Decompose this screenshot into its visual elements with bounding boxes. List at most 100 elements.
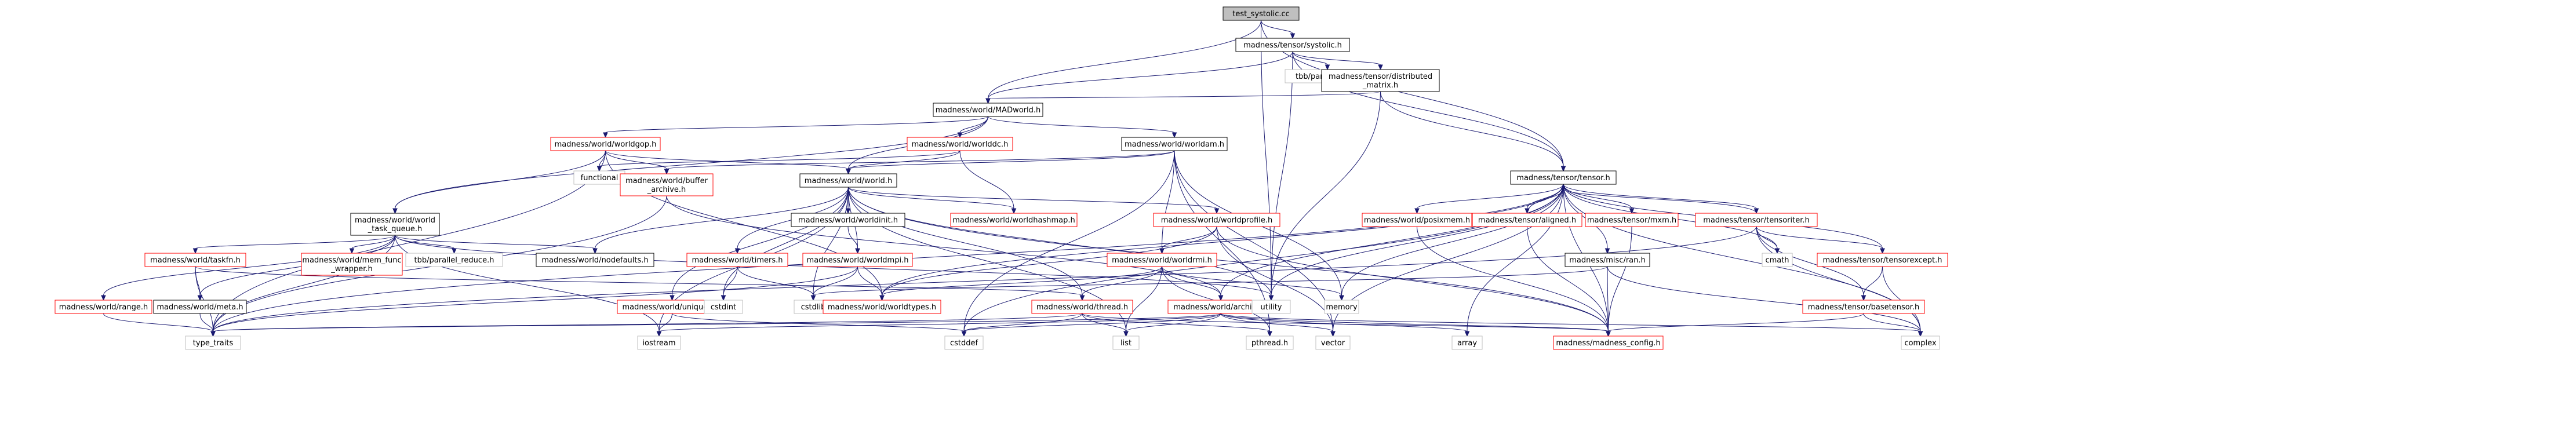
edge-timers-to-cstdlib bbox=[737, 266, 816, 301]
node-label: madness/world/worldprofile.h bbox=[1161, 216, 1272, 225]
node-madness-world-world-task-queue-h[interactable]: madness/world/world_task_queue.h bbox=[350, 213, 440, 236]
edge-worldprofile-to-worldrmi bbox=[1159, 226, 1217, 254]
node-madness-world-worlddc-h[interactable]: madness/world/worlddc.h bbox=[907, 137, 1013, 151]
edge-ran-to-cstdlib bbox=[810, 266, 1608, 301]
edge-systolic-to-madworld bbox=[985, 51, 1293, 104]
edge-distmat-to-madworld bbox=[985, 91, 1381, 104]
node-box bbox=[1324, 300, 1359, 314]
node-madness-world-mem-func-wrapper-h[interactable]: madness/world/mem_func_wrapper.h bbox=[301, 253, 403, 276]
node-madness-tensor-tensorexcept-h[interactable]: madness/tensor/tensorexcept.h bbox=[1817, 253, 1948, 267]
node-label: complex bbox=[1904, 339, 1936, 348]
node-madness-world-nodefaults-h[interactable]: madness/world/nodefaults.h bbox=[536, 253, 654, 267]
node-madness-tensor-tensoriter-h[interactable]: madness/tensor/tensoriter.h bbox=[1695, 213, 1818, 227]
node-madness-world-worldrmi-h[interactable]: madness/world/worldrmi.h bbox=[1107, 253, 1217, 267]
edge-systolic-to-tbbfor bbox=[1292, 51, 1330, 71]
node-madness-world-meta-h[interactable]: madness/world/meta.h bbox=[153, 300, 247, 314]
node-madness-tensor-systolic-h[interactable]: madness/tensor/systolic.h bbox=[1235, 38, 1350, 52]
node-madness-tensor-distributed-matrix-h[interactable]: madness/tensor/distributed_matrix.h bbox=[1321, 69, 1440, 92]
node-box bbox=[1246, 335, 1294, 350]
node-box bbox=[1451, 335, 1483, 350]
node-madness-world-worldmpi-h[interactable]: madness/world/worldmpi.h bbox=[802, 253, 913, 267]
node-label: functional bbox=[581, 174, 618, 183]
node-madness-madness-config-h[interactable]: madness/madness_config.h bbox=[1553, 335, 1664, 350]
node-label: madness/tensor/tensor.h bbox=[1516, 174, 1610, 183]
node-label: cstddef bbox=[950, 339, 978, 348]
edge-basetensor-to-config bbox=[1606, 313, 1864, 337]
node-box bbox=[823, 300, 941, 314]
node-madness-world-archive-h[interactable]: madness/world/archive.h bbox=[1167, 300, 1274, 314]
edge-archive-to-complex bbox=[1220, 313, 1923, 337]
node-box bbox=[1585, 213, 1679, 227]
node-label: madness/world/worldam.h bbox=[1125, 140, 1224, 149]
edge-worldam-to-buffer bbox=[664, 150, 1175, 175]
node-label: madness/misc/ran.h bbox=[1569, 256, 1646, 265]
node-label: madness/world/worldtypes.h bbox=[828, 303, 936, 312]
node-box bbox=[1802, 300, 1925, 314]
node-box bbox=[1107, 253, 1217, 267]
nodes-layer: test_systolic.cc madness/tensor/systolic.… bbox=[54, 6, 1948, 350]
node-memory: memory bbox=[1324, 300, 1359, 314]
node-madness-world-worldprofile-h[interactable]: madness/world/worldprofile.h bbox=[1153, 213, 1280, 227]
node-madness-tensor-aligned-h[interactable]: madness/tensor/aligned.h bbox=[1472, 213, 1582, 227]
node-complex: complex bbox=[1901, 335, 1940, 350]
edge-basetensor-to-complex bbox=[1863, 313, 1923, 337]
node-box bbox=[1817, 253, 1948, 267]
node-label: madness/world/thread.h bbox=[1036, 303, 1128, 312]
node-madness-world-worldam-h[interactable]: madness/world/worldam.h bbox=[1121, 137, 1228, 151]
node-box bbox=[153, 300, 247, 314]
edge-tensor-to-vector bbox=[1330, 184, 1564, 337]
node-label: madness/world/meta.h bbox=[157, 303, 243, 312]
edge-tensorexcept-to-basetensor bbox=[1861, 266, 1883, 301]
node-box bbox=[950, 213, 1078, 227]
node-madness-world-range-h[interactable]: madness/world/range.h bbox=[54, 300, 152, 314]
node-label: madness/world/nodefaults.h bbox=[541, 256, 648, 265]
node-label: cstdlib bbox=[801, 303, 826, 312]
node-label: madness/world/worldhashmap.h bbox=[952, 216, 1075, 225]
edge-distmat-to-utility bbox=[1268, 91, 1381, 301]
node-madness-world-world-h[interactable]: madness/world/world.h bbox=[799, 173, 897, 188]
node-madness-world-worldgop-h[interactable]: madness/world/worldgop.h bbox=[550, 137, 661, 151]
node-madness-world-buffer-archive-h[interactable]: madness/world/buffer_archive.h bbox=[620, 173, 714, 196]
node-cmath: cmath bbox=[1762, 253, 1793, 267]
edge-archive-to-vector bbox=[1220, 313, 1336, 337]
node-label: vector bbox=[1321, 339, 1345, 348]
node-madness-world-taskfn-h[interactable]: madness/world/taskfn.h bbox=[144, 253, 246, 267]
node-label: array bbox=[1457, 339, 1477, 348]
node-madness-world-thread-h[interactable]: madness/world/thread.h bbox=[1031, 300, 1133, 314]
node-madness-misc-ran-h[interactable]: madness/misc/ran.h bbox=[1564, 253, 1650, 267]
node-test-systolic-cc[interactable]: test_systolic.cc bbox=[1222, 6, 1300, 21]
node-label: madness/world/mem_func bbox=[302, 256, 401, 265]
node-label: test_systolic.cc bbox=[1232, 10, 1290, 19]
node-box bbox=[637, 335, 681, 350]
node-madness-tensor-mxm-h[interactable]: madness/tensor/mxm.h bbox=[1585, 213, 1679, 227]
node-madness-tensor-basetensor-h[interactable]: madness/tensor/basetensor.h bbox=[1802, 300, 1925, 314]
edge-tensor-to-mxm bbox=[1563, 184, 1635, 214]
edge-worldrmi-to-thread bbox=[1079, 266, 1162, 301]
node-madness-world-worldtypes-h[interactable]: madness/world/worldtypes.h bbox=[823, 300, 941, 314]
node-madness-world-timers-h[interactable]: madness/world/timers.h bbox=[686, 253, 788, 267]
edge-tensor-to-array bbox=[1464, 184, 1564, 337]
node-label: madness/world/world bbox=[355, 216, 435, 225]
node-pthread-h: pthread.h bbox=[1246, 335, 1294, 350]
edge-tensoriter-to-cmath bbox=[1756, 226, 1780, 254]
node-madness-world-madworld-h[interactable]: madness/world/MADworld.h bbox=[933, 103, 1043, 117]
node-box bbox=[144, 253, 246, 267]
node-box bbox=[350, 213, 440, 236]
edge-archive-to-iostream bbox=[656, 313, 1221, 337]
edge-test-to-systolic bbox=[1261, 20, 1296, 39]
edge-tensor-to-tensoriter bbox=[1563, 184, 1759, 214]
node-box bbox=[1031, 300, 1133, 314]
node-label: madness/tensor/tensorexcept.h bbox=[1822, 256, 1942, 265]
node-label: madness/world/buffer bbox=[625, 177, 708, 185]
node-label: madness/tensor/mxm.h bbox=[1587, 216, 1676, 225]
edge-world-to-thread bbox=[848, 187, 1085, 301]
node-label: madness/world/world.h bbox=[805, 177, 892, 185]
node-madness-world-worldinit-h[interactable]: madness/world/worldinit.h bbox=[791, 213, 905, 227]
edge-mxm-to-config bbox=[1606, 226, 1632, 337]
node-madness-world-posixmem-h[interactable]: madness/world/posixmem.h bbox=[1362, 213, 1472, 227]
node-label: madness/madness_config.h bbox=[1556, 339, 1660, 348]
edge-thread-to-cstddef bbox=[961, 313, 1083, 337]
node-madness-tensor-tensor-h[interactable]: madness/tensor/tensor.h bbox=[1510, 170, 1617, 185]
node-label: madness/tensor/tensoriter.h bbox=[1703, 216, 1809, 225]
node-madness-world-worldhashmap-h[interactable]: madness/world/worldhashmap.h bbox=[950, 213, 1078, 227]
